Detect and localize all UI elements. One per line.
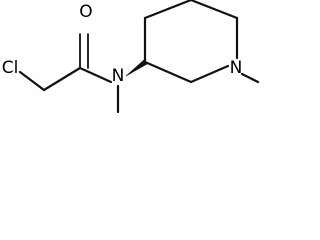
- bond-ring-c2-nitrogen: [189, 64, 230, 84]
- bond-ring-c3-c2: [143, 60, 193, 84]
- bond-ring-c4-c5: [143, 0, 193, 20]
- molecule-canvas: Cl O N N: [0, 0, 260, 128]
- ring-nitrogen-label: N: [230, 58, 243, 78]
- bond-cl-ch2: [18, 70, 46, 92]
- molecule-structure-diagram: Cl O N N: [2, 0, 260, 114]
- bond-amide-nitrogen-ring-carbon-wedge: [125, 59, 148, 77]
- bond-ch2-carbonyl: [42, 66, 82, 92]
- bond-carbonyl-amide-nitrogen: [78, 66, 113, 84]
- bond-ring-nitrogen-methyl: [240, 72, 260, 84]
- carbonyl-oxygen-label: O: [79, 2, 92, 22]
- bond-ring-c5-c6: [189, 0, 239, 20]
- amide-nitrogen-label: N: [112, 66, 125, 86]
- chlorine-label: Cl: [2, 58, 19, 78]
